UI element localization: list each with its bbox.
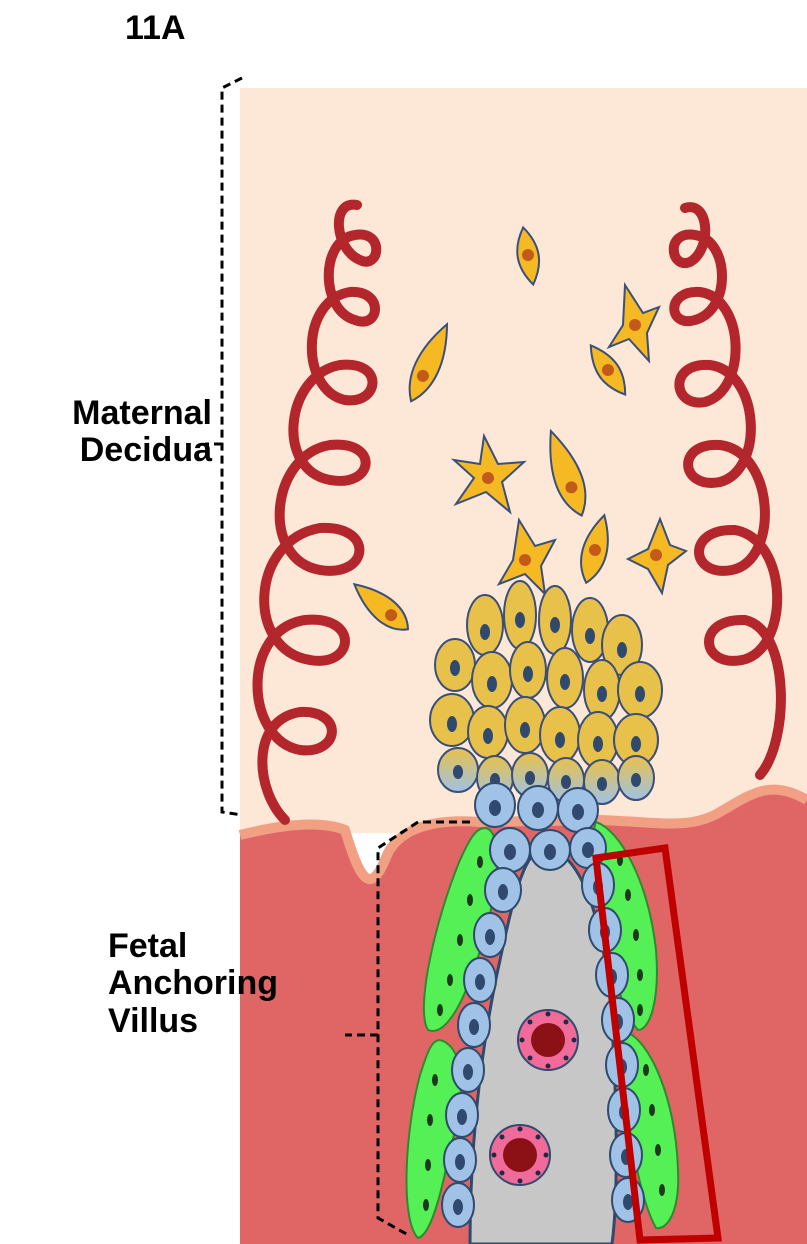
maternal-label-line2: Decidua [22,432,212,469]
fetal-anchoring-villus-label: Fetal Anchoring Villus [108,928,278,1040]
fetal-vessel-lower [490,1125,550,1185]
maternal-decidua-label: Maternal Decidua [22,395,212,470]
fetal-label-line3: Villus [108,1003,278,1040]
figure-label: 11A [125,10,186,47]
fetal-label-line2: Anchoring [108,965,278,1002]
fetal-vessel-upper [518,1010,578,1070]
maternal-label-line1: Maternal [22,395,212,432]
fetal-label-line1: Fetal [108,928,278,965]
